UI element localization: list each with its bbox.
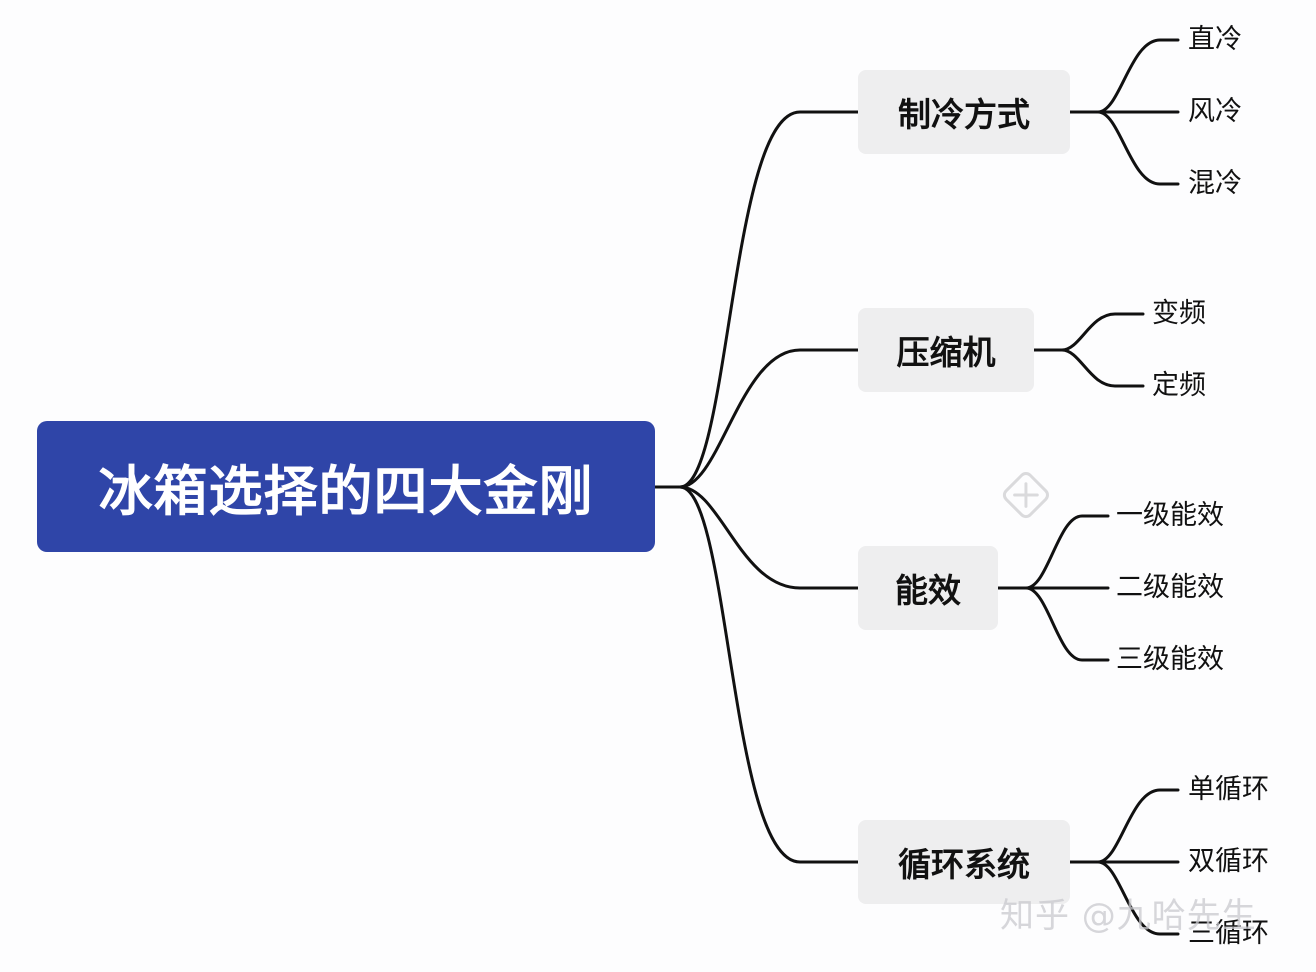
leaf-topic[interactable]: 单循环 bbox=[1188, 774, 1269, 805]
leaf-topic[interactable]: 一级能效 bbox=[1116, 500, 1224, 531]
connector-branch-1-leaf-3 bbox=[1096, 110, 1180, 186]
connector-branch-4-leaf-3 bbox=[1096, 860, 1180, 936]
leaf-topic[interactable]: 二级能效 bbox=[1116, 572, 1224, 603]
leaf-topic[interactable]: 风冷 bbox=[1188, 96, 1242, 127]
branch-topic-circulation-system[interactable]: 循环系统 bbox=[858, 820, 1070, 904]
connector-root-branch-2 bbox=[678, 348, 860, 489]
leaf-topic[interactable]: 定频 bbox=[1152, 370, 1206, 401]
connector-branch-2-leaf-2 bbox=[1060, 348, 1145, 388]
branch-topic-compressor[interactable]: 压缩机 bbox=[858, 308, 1034, 392]
leaf-topic[interactable]: 直冷 bbox=[1188, 24, 1242, 55]
root-topic[interactable]: 冰箱选择的四大金刚 bbox=[37, 421, 655, 552]
branch-topic-energy-efficiency[interactable]: 能效 bbox=[858, 546, 998, 630]
connector-branch-2-leaf-1 bbox=[1032, 312, 1145, 352]
leaf-topic[interactable]: 三循环 bbox=[1188, 918, 1269, 949]
site-watermark: 知乎 @九哈先生 bbox=[1000, 896, 1257, 936]
leaf-topic[interactable]: 混冷 bbox=[1188, 168, 1242, 199]
connector-branch-3-leaf-3 bbox=[1024, 586, 1110, 662]
connector-root-branch-1 bbox=[653, 110, 860, 489]
branch-topic-cooling-method[interactable]: 制冷方式 bbox=[858, 70, 1070, 154]
leaf-topic[interactable]: 双循环 bbox=[1188, 846, 1269, 877]
connector-root-branch-3 bbox=[678, 485, 860, 590]
connector-root-branch-4 bbox=[678, 485, 860, 864]
connector-branch-4-leaf-1 bbox=[1068, 788, 1180, 864]
connector-branch-1-leaf-1 bbox=[1068, 38, 1180, 114]
xmind-logo-icon bbox=[1002, 471, 1050, 519]
leaf-topic[interactable]: 变频 bbox=[1152, 298, 1206, 329]
leaf-topic[interactable]: 三级能效 bbox=[1116, 644, 1224, 675]
